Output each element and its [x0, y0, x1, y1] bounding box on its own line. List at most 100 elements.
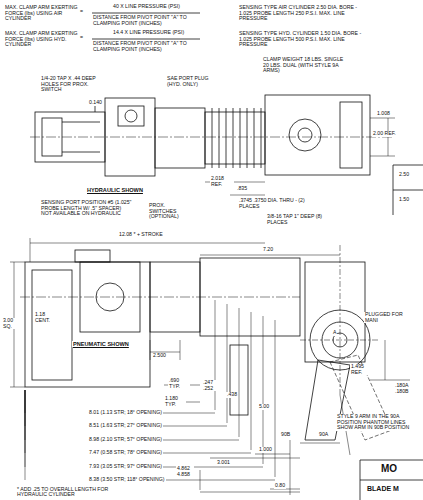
- dimension-label: 8.51 (1.63 STR; 27° OPENING): [88, 423, 163, 429]
- dimension-label: 5.00: [258, 404, 270, 410]
- pneumatic-view: [32, 270, 72, 380]
- pneumatic-view: [180, 340, 181, 360]
- dimension-lines: [210, 458, 300, 459]
- title-block: [393, 165, 423, 166]
- dimension-lines: [255, 454, 290, 455]
- dimension-label: 1.50: [398, 197, 410, 203]
- dimension-label: .180A .180B: [394, 383, 418, 394]
- hydraulic-view: [118, 106, 144, 126]
- dimension-label: 7.93 (3.05 STR; 97° OPENING): [88, 464, 163, 470]
- dimension-label: 2.00 REF.: [372, 131, 398, 137]
- title-block: [360, 480, 423, 481]
- note-text: DISTANCE FROM PIVOT POINT "A" TO CLAMPIN…: [92, 41, 206, 52]
- dimension-lines: [290, 440, 291, 495]
- dimension-label: STYLE 9 ARM IN THE 90A POSITION PHANTOM …: [336, 414, 420, 431]
- fraction-bar: [92, 39, 200, 40]
- cylinder-fins: [247, 108, 248, 168]
- cylinder-fins: [212, 108, 261, 168]
- note-text: CLAMP WEIGHT 18 LBS. SINGLE 20 LBS. DUAL…: [262, 57, 348, 74]
- hydraulic-view: [289, 119, 321, 151]
- dimension-label: .690 TYP.: [168, 378, 190, 389]
- dimension-label: 3/8-16 TAP 1" DEEP (8) PLACES: [266, 214, 332, 225]
- clamp-arm-view: [340, 245, 341, 395]
- dimension-label: 90B: [280, 432, 291, 438]
- dimension-label: A: [332, 330, 337, 336]
- dimension-label: PROX. SWITCHES (OPTIONAL): [148, 203, 192, 220]
- cylinder-fins: [261, 108, 262, 168]
- note-text: MAX. CLAMP ARM EXERTING FORCE (lbs) USIN…: [4, 5, 80, 22]
- pneumatic-view: [25, 262, 150, 387]
- dimension-lines: [25, 300, 275, 480]
- dimension-lines: [164, 385, 300, 495]
- dimension-label: 7.20: [262, 247, 274, 253]
- dimension-label: 3.001: [216, 460, 231, 466]
- hydraulic-view: [370, 118, 395, 119]
- cylinder-fins: [254, 108, 255, 168]
- clamp-arm-view: [300, 443, 340, 444]
- note-text: DISTANCE FROM PIVOT POINT "A" TO CLAMPIN…: [92, 15, 206, 26]
- hydraulic-view: [370, 156, 395, 157]
- hydraulic-view: [155, 108, 205, 168]
- hydraulic-view: [95, 106, 96, 112]
- dimension-lines: [200, 470, 201, 490]
- dimension-label: .247 .252: [202, 380, 218, 391]
- hydraulic-view: [125, 110, 137, 122]
- dimension-label: 0.80: [274, 483, 286, 489]
- dimension-label: .835: [236, 186, 248, 192]
- dimension-lines: [239, 308, 240, 437]
- hydraulic-view: [62, 152, 100, 153]
- pneumatic-view: [10, 387, 25, 388]
- hydraulic-view: [388, 118, 389, 156]
- dimension-label: 1.008: [376, 111, 391, 117]
- note-text: 40 X LINE PRESSURE (PSI): [112, 4, 181, 10]
- clamp-arm-view: [385, 340, 386, 380]
- cylinder-fins: [212, 108, 213, 168]
- dimension-label: 8.38 (3.50 STR; 118° OPENING): [88, 477, 166, 483]
- dimension-label: 1.495 REF.: [350, 364, 374, 375]
- title-block: [360, 165, 423, 500]
- dimension-label: 7.47 (0.58 STR; 78° OPENING): [88, 450, 163, 456]
- hydraulic-view: [205, 112, 265, 164]
- cylinder-fins: [226, 108, 227, 168]
- dimension-label: * ADD .25 TO OVERALL LENGTH FOR HYDRAULI…: [16, 487, 128, 498]
- clamp-arm-view: [305, 262, 365, 362]
- note-text: SENSING TYPE HYD. CYLINDER 1.50 DIA. BOR…: [238, 31, 372, 48]
- dimension-label: SAE PORT PLUG (HYD. ONLY): [166, 76, 218, 87]
- note-text: =: [79, 35, 84, 41]
- clamp-arm-view: [370, 380, 410, 381]
- note-text: 14.4 X LINE PRESSURE (PSI): [112, 30, 185, 36]
- pneumatic-view: [30, 243, 265, 244]
- cylinder-fins: [219, 108, 220, 168]
- hydraulic-view: [30, 137, 392, 138]
- dimension-label: .438: [226, 392, 238, 398]
- dimension-label: 2.50: [398, 172, 410, 178]
- dimension-label: 90A: [318, 432, 329, 438]
- dimension-label: 2.018 REF.: [210, 176, 234, 187]
- dimension-label: 1.000: [258, 447, 273, 453]
- hydraulic-view: [340, 102, 362, 168]
- dimension-label: PLUGGED FOR MANI: [364, 312, 418, 323]
- dimension-label: 1.180 TYP.: [164, 396, 186, 407]
- title-block: [393, 190, 423, 191]
- note-text: MAX. CLAMP ARM EXERTING FORCE (lbs) USIN…: [4, 31, 80, 48]
- dimension-label: 12.08 * + STROKE: [118, 232, 164, 238]
- pneumatic-view: [10, 238, 340, 415]
- note-text: =: [79, 9, 84, 15]
- hydraulic-view: [265, 95, 370, 175]
- dimension-lines: [251, 312, 252, 450]
- clamp-arm-view: [300, 340, 380, 341]
- dimension-label: 2.500: [152, 353, 167, 359]
- dimension-label: BLADE M: [366, 485, 400, 493]
- dimension-lines: [263, 316, 264, 464]
- hydraulic-view: [230, 195, 265, 196]
- dimension-label: 4.862 4.858: [176, 466, 194, 477]
- pneumatic-view: [200, 255, 340, 256]
- pneumatic-view: [75, 250, 110, 262]
- dimension-label: 1.18 CENT.: [34, 312, 54, 323]
- view-title: PNEUMATIC SHOWN: [72, 341, 130, 347]
- dimension-label: MO: [380, 463, 398, 474]
- cylinder-fins: [240, 108, 241, 168]
- dimension-lines: [227, 304, 228, 423]
- hydraulic-view: [30, 95, 395, 195]
